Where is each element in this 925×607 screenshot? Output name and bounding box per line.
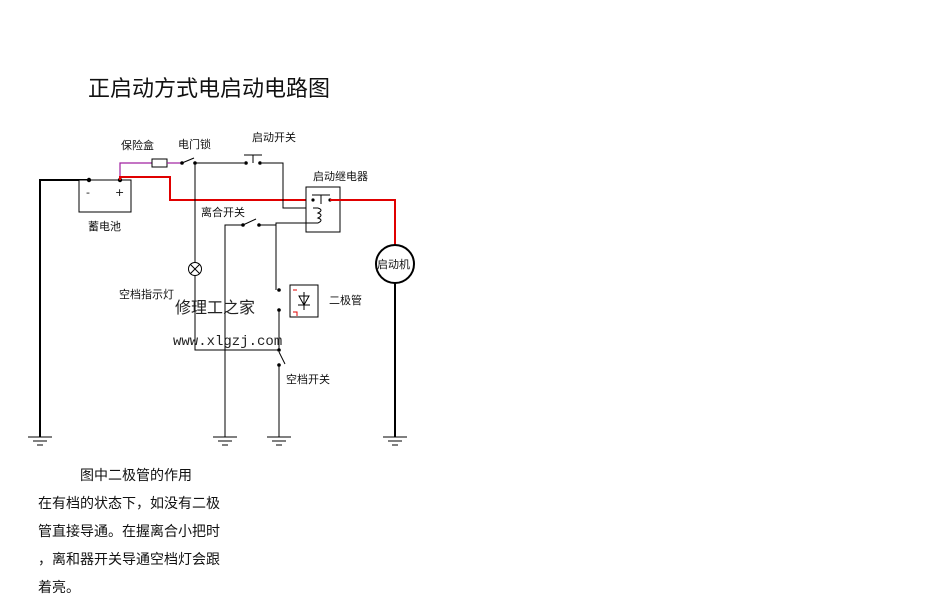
neutral-lamp-label: 空档指示灯 (119, 287, 174, 301)
battery-minus-sign: - (86, 186, 90, 199)
battery-label: 蓄电池 (88, 220, 121, 233)
diagram-title: 正启动方式电启动电路图 (88, 77, 330, 102)
neutral-lamp-icon (188, 262, 279, 351)
starter-motor-label: 启动机 (377, 257, 410, 271)
battery-ground-wire (28, 179, 89, 446)
note-line: 管直接导通。在握离合小把时 (38, 524, 220, 540)
clutch-switch-label: 离合开关 (201, 205, 245, 219)
diode-label: 二极管 (329, 293, 362, 307)
fuse-box-label: 保险盒 (121, 138, 154, 152)
start-relay-label: 启动继电器 (313, 170, 368, 183)
ignition-lock-label: 电门锁 (178, 137, 211, 151)
ignition-lock-switch (180, 157, 197, 165)
note-line: ，离和器开关导通空档灯会跟 (38, 552, 220, 568)
fuse-icon (151, 158, 168, 168)
note-line: 着亮。 (38, 580, 80, 596)
battery-plus-sign: + (115, 186, 124, 199)
watermark-name: 修理工之家 (175, 298, 255, 317)
relay-to-diode-wire (275, 222, 313, 290)
neutral-switch (267, 310, 291, 446)
diode (277, 284, 319, 318)
relay-to-starter-wire (330, 199, 396, 245)
diode-note: 图中二极管的作用 在有档的状态下，如没有二极 管直接导通。在握离合小把时 ，离和… (38, 462, 268, 602)
start-to-relay-wire (262, 162, 313, 209)
start-relay (305, 186, 341, 233)
battery (78, 177, 132, 213)
main-power-wire (119, 176, 310, 201)
starter-ground-wire (383, 283, 407, 446)
clutch-switch (213, 218, 276, 446)
start-switch (244, 154, 262, 165)
fuse-wire (119, 158, 181, 180)
neutral-switch-label: 空档开关 (286, 372, 330, 386)
watermark-url: www.xlgzj.com (173, 334, 282, 350)
note-line: 在有档的状态下，如没有二极 (38, 496, 220, 512)
start-switch-label: 启动开关 (252, 130, 296, 144)
note-heading: 图中二极管的作用 (80, 468, 192, 484)
